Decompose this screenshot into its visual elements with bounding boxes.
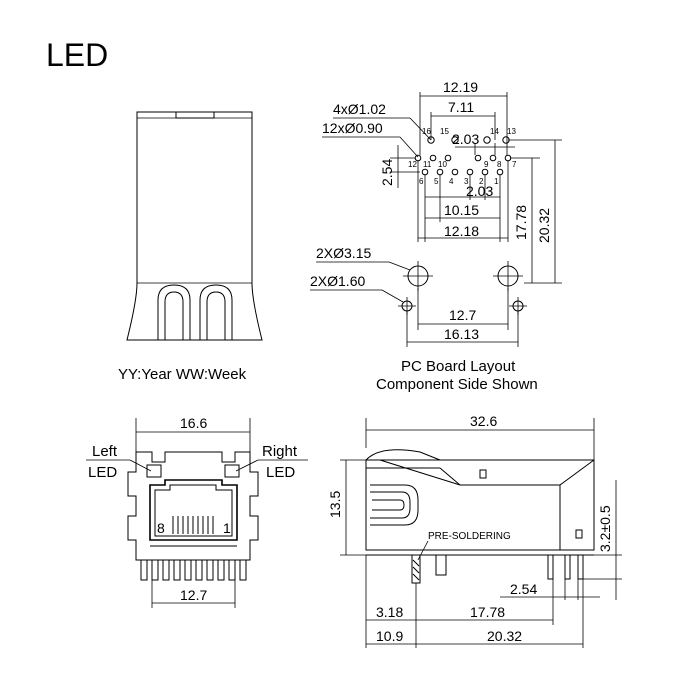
pcb-hole-led [427,136,435,144]
right-led-label-1: Right [262,443,298,460]
svg-text:4: 4 [449,177,454,186]
side-dim-pin-span: 17.78 [470,604,505,620]
svg-text:11: 11 [423,160,432,169]
rear-view [126,111,263,341]
dim-lower-pitch: 2.03 [466,183,493,199]
svg-text:5: 5 [434,177,439,186]
pcb-layout: 12.19 7.11 2.03 4xØ1.02 12xØ0.90 [310,79,562,347]
side-dim-offset: 3.18 [376,604,403,620]
pre-soldering-note: PRE-SOLDERING [428,531,511,542]
side-dim-pin-pitch: 2.54 [510,581,537,597]
svg-text:3: 3 [464,177,469,186]
svg-text:2: 2 [479,177,484,186]
front-view: 16.6 8 1 [86,415,308,608]
dim-led-pitch: 2.03 [452,131,479,147]
callout-mount-small: 2XØ1.60 [310,273,365,289]
led-window-left [146,464,162,478]
left-led-label-2: LED [88,464,117,481]
svg-text:1: 1 [494,177,499,186]
side-dim-height: 13.5 [327,491,343,518]
side-dim-overall-span: 20.32 [487,628,522,644]
side-dim-front-to-peg: 10.9 [376,628,403,644]
front-pin-8-label: 8 [157,520,165,536]
dim-row-pitch: 2.54 [379,159,395,186]
front-pin-1-label: 1 [223,520,231,536]
pcb-hole-pin [414,154,422,162]
date-code-caption: YY:Year WW:Week [118,366,247,383]
dim-mount-spacing: 12.7 [449,307,476,323]
dim-height-inner: 17.78 [513,205,529,240]
dim-lower-span: 10.15 [444,202,479,218]
callout-holes-large: 4xØ1.02 [333,101,386,117]
page-title: LED [46,37,108,73]
port-contacts [172,516,214,534]
svg-text:14: 14 [490,127,499,136]
svg-text:6: 6 [419,177,424,186]
front-dim-bottom: 12.7 [180,587,207,603]
dim-peg-spacing: 16.13 [444,326,479,342]
side-dim-pin-length: 3.2±0.5 [597,505,613,552]
layout-caption-line2: Component Side Shown [376,376,538,393]
svg-text:12: 12 [408,160,417,169]
dim-inner-width: 7.11 [448,99,474,115]
right-led-label-2: LED [266,464,295,481]
front-pins [140,559,247,581]
side-view: 32.6 PRE-SOLDERING 13.5 3.2±0.5 [327,413,622,648]
dim-bottom-width: 12.18 [444,223,479,239]
svg-text:7: 7 [512,160,517,169]
side-dim-length: 32.6 [470,413,497,429]
dim-height-outer: 20.32 [536,208,552,243]
front-dim-width: 16.6 [180,415,207,431]
led-pipe-left [157,284,191,340]
svg-text:9: 9 [484,160,489,169]
led-window-right [224,464,240,478]
svg-text:8: 8 [497,160,502,169]
svg-text:15: 15 [440,127,449,136]
svg-text:10: 10 [438,160,447,169]
layout-caption-line1: PC Board Layout [401,358,516,375]
dim-top-width: 12.19 [443,79,478,95]
left-led-label-1: Left [92,443,118,460]
svg-text:13: 13 [507,127,516,136]
callout-mount-large: 2XØ3.15 [316,245,371,261]
callout-holes-small: 12xØ0.90 [322,120,383,136]
svg-text:16: 16 [422,127,431,136]
led-pipe-right [199,284,233,340]
